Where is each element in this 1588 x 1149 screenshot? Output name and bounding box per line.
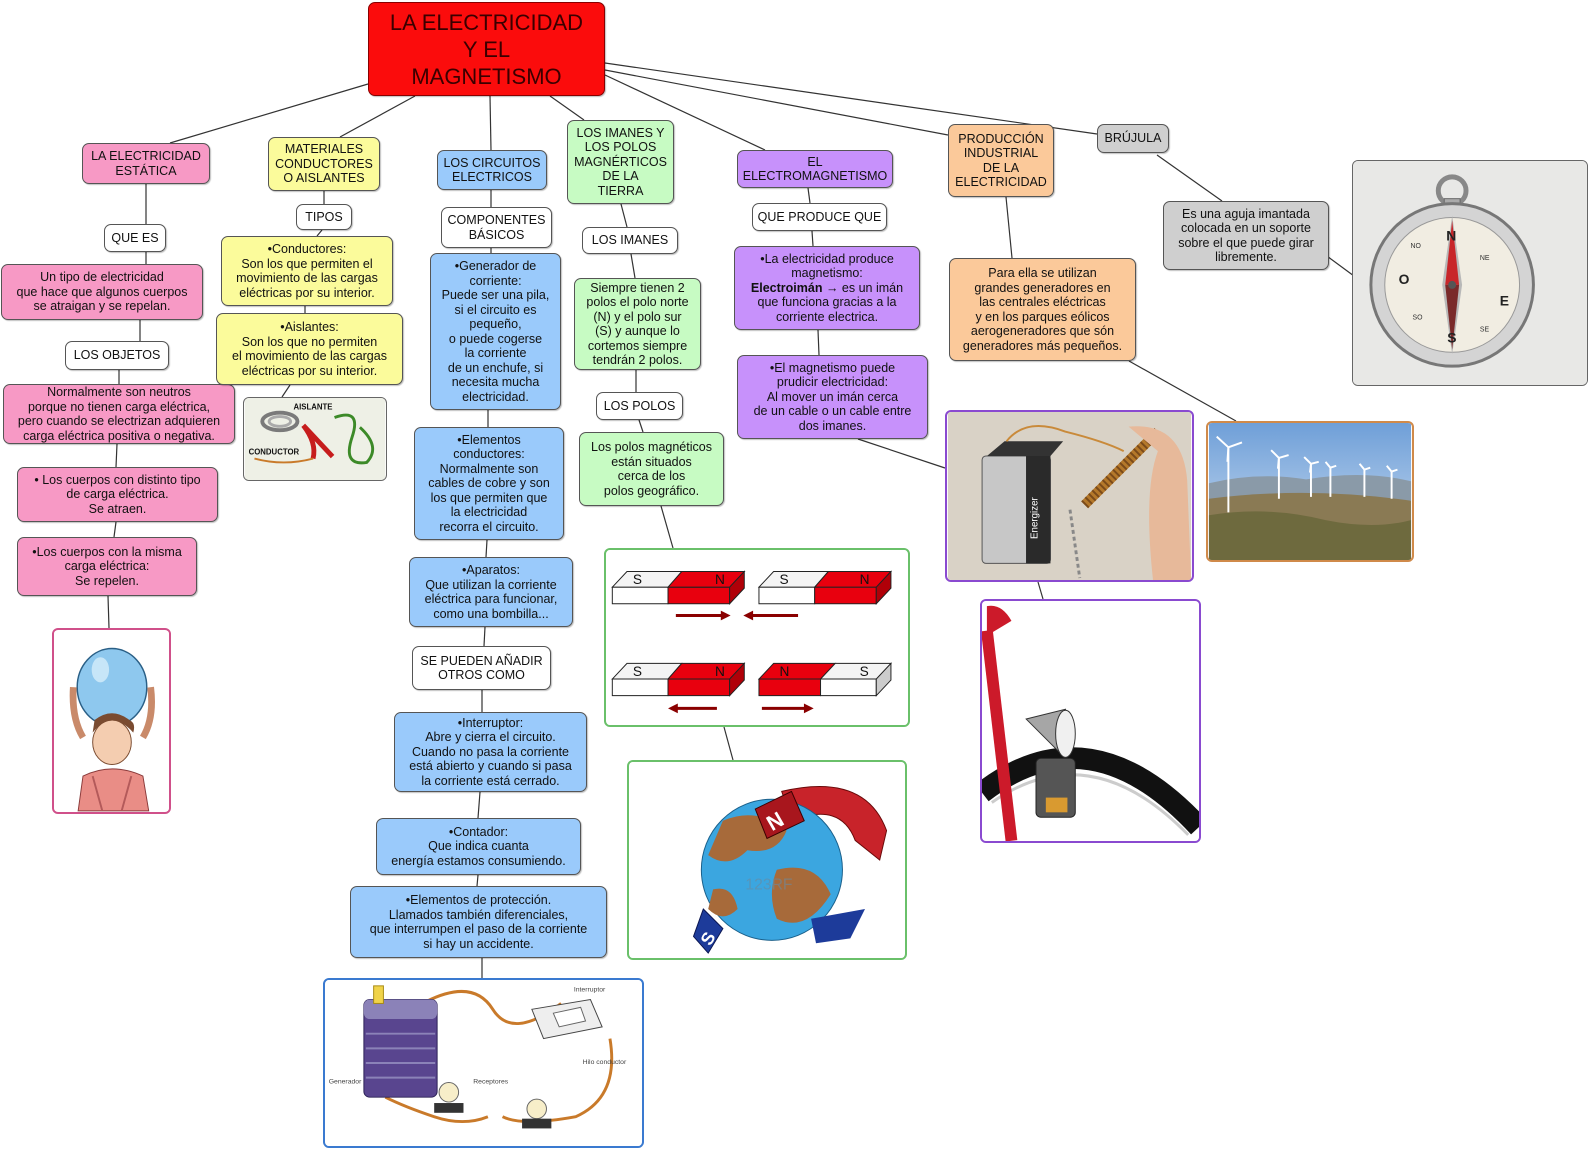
label-energizer: Energizer	[1030, 496, 1041, 538]
electroiman-text: •La electricidad produce magnetismo: Ele…	[750, 251, 904, 324]
wind-farm-illustration	[1208, 423, 1412, 560]
node-neutros[interactable]: Normalmente son neutros porque no tienen…	[3, 384, 235, 444]
node-elementos-conductores[interactable]: •Elementos conductores: Normalmente son …	[414, 427, 564, 540]
node-circuitos[interactable]: LOS CIRCUITOS ELECTRICOS	[437, 150, 547, 190]
node-imanes[interactable]: LOS IMANES Y LOS POLOS MAGNÉRTICOS DE LA…	[567, 120, 674, 204]
wires-illustration: AISLANTE CONDUCTOR	[244, 398, 386, 480]
image-aislante-conductor: AISLANTE CONDUCTOR	[243, 397, 387, 481]
dynamo-illustration	[982, 601, 1199, 841]
compass-s: S	[1447, 329, 1456, 345]
node-generador[interactable]: •Generador de corriente: Puede ser una p…	[430, 253, 561, 410]
node-los-polos[interactable]: LOS POLOS	[596, 392, 683, 420]
node-interruptor[interactable]: •Interruptor: Abre y cierra el circuito.…	[394, 712, 587, 792]
node-magnetismo-electricidad[interactable]: •El magnetismo puede prudicir electricid…	[737, 355, 928, 439]
compass-e: E	[1500, 293, 1509, 309]
pole-n-4: N	[779, 664, 789, 679]
image-circuit: Interruptor Generador Receptores Hilo co…	[323, 978, 644, 1148]
balloon-girl-illustration	[54, 631, 169, 812]
compass-o: O	[1399, 271, 1410, 287]
watermark-123rf: 123RF	[745, 876, 792, 893]
electroiman-bold: Electroimán	[750, 280, 823, 295]
pole-n-2: N	[860, 572, 870, 587]
node-materiales[interactable]: MATERIALES CONDUCTORES O AISLANTES	[268, 137, 380, 191]
image-magnet-poles: S N S N S N N S	[604, 548, 910, 727]
magnet-poles-illustration: S N S N S N N S	[607, 550, 907, 725]
battery-illustration: Energizer	[947, 412, 1192, 580]
node-contador[interactable]: •Contador: Que indica cuanta energía est…	[376, 818, 581, 875]
node-distinto-carga[interactable]: • Los cuerpos con distinto tipo de carga…	[17, 467, 218, 522]
pole-n-3: N	[715, 664, 725, 679]
compass-n: N	[1446, 227, 1456, 243]
node-los-imanes[interactable]: LOS IMANES	[582, 227, 678, 254]
earth-magnet-illustration: N S 123RF	[629, 762, 905, 958]
pole-s-4: S	[860, 664, 869, 679]
pole-s-3: S	[633, 664, 642, 679]
compass-se: SE	[1480, 326, 1490, 333]
label-conductor: CONDUCTOR	[249, 448, 300, 457]
node-polos-geograficos[interactable]: Los polos magnéticos están situados cerc…	[579, 432, 724, 506]
image-balloon-girl	[52, 628, 171, 814]
node-siempre-dos-polos[interactable]: Siempre tienen 2 polos el polo norte (N)…	[574, 278, 701, 370]
node-que-produce[interactable]: QUE PRODUCE QUE	[752, 203, 887, 231]
image-battery-electromagnet: Energizer	[945, 410, 1194, 582]
node-electricidad-estatica[interactable]: LA ELECTRICIDAD ESTÁTICA	[82, 143, 210, 184]
node-conductores[interactable]: •Conductores: Son los que permiten el mo…	[221, 236, 393, 306]
label-receptores: Receptores	[473, 1079, 509, 1086]
node-electroiman[interactable]: •La electricidad produce magnetismo: Ele…	[734, 246, 920, 330]
node-produccion-text[interactable]: Para ella se utilizan grandes generadore…	[949, 258, 1136, 361]
node-produccion[interactable]: PRODUCCIÓN INDUSTRIAL DE LA ELECTRICIDAD	[948, 124, 1054, 197]
node-brujula[interactable]: BRÚJULA	[1097, 124, 1169, 153]
compass-illustration: N S E O NO NE SO SE	[1353, 161, 1587, 385]
node-electromagnetismo[interactable]: EL ELECTROMAGNETISMO	[737, 150, 893, 188]
node-los-objetos[interactable]: LOS OBJETOS	[65, 341, 169, 370]
label-generador: Generador	[329, 1079, 362, 1086]
compass-ne: NE	[1480, 255, 1490, 262]
node-que-es[interactable]: QUE ES	[104, 224, 166, 252]
image-bicycle-dynamo	[980, 599, 1201, 843]
central-title[interactable]: LA ELECTRICIDAD Y EL MAGNETISMO	[368, 2, 605, 96]
node-misma-carga[interactable]: •Los cuerpos con la misma carga eléctric…	[17, 537, 197, 596]
image-wind-farm	[1206, 421, 1414, 562]
node-aparatos[interactable]: •Aparatos: Que utilizan la corriente elé…	[409, 557, 573, 627]
circuit-illustration: Interruptor Generador Receptores Hilo co…	[326, 980, 641, 1146]
label-hilo-conductor: Hilo conductor	[583, 1059, 627, 1066]
node-otros[interactable]: SE PUEDEN AÑADIR OTROS COMO	[412, 646, 551, 690]
node-tipos[interactable]: TIPOS	[296, 204, 352, 230]
image-earth-magnet: N S 123RF	[627, 760, 907, 960]
label-interruptor: Interruptor	[574, 987, 606, 994]
label-aislante: AISLANTE	[294, 403, 333, 412]
node-aislantes[interactable]: •Aislantes: Son los que no permiten el m…	[216, 313, 403, 385]
compass-no: NO	[1411, 243, 1422, 250]
node-brujula-text[interactable]: Es una aguja imantada colocada en un sop…	[1163, 201, 1329, 270]
image-compass: N S E O NO NE SO SE	[1352, 160, 1588, 386]
node-estatica-definition[interactable]: Un tipo de electricidad que hace que alg…	[1, 264, 203, 320]
pole-s-1: S	[633, 572, 642, 587]
pole-s-2: S	[779, 572, 788, 587]
node-componentes[interactable]: COMPONENTES BÁSICOS	[441, 207, 552, 248]
compass-so: SO	[1413, 315, 1424, 322]
pole-n-1: N	[715, 572, 725, 587]
node-proteccion[interactable]: •Elementos de protección. Llamados tambi…	[350, 886, 607, 958]
